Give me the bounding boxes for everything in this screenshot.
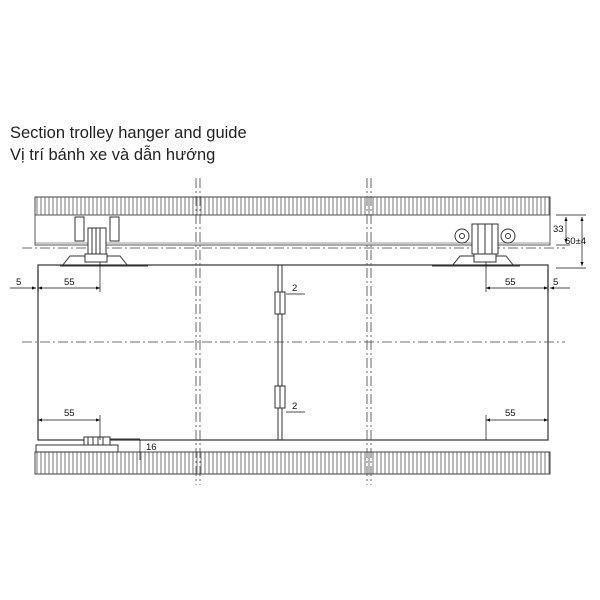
right-trolley-hanger xyxy=(432,223,520,267)
dim-middle-gap-upper: 2 xyxy=(292,283,297,294)
dim-guide-height: 16 xyxy=(146,442,157,453)
dim-top-right-offset: 55 xyxy=(505,277,516,288)
dim-bottom-left-offset: 55 xyxy=(64,408,75,419)
dim-track-height: 33 xyxy=(553,224,564,235)
dim-top-left-offset: 55 xyxy=(64,277,75,288)
diagram-subtitle: Vị trí bánh xe và dẫn hướng xyxy=(10,146,216,164)
dim-left-gap: 5 xyxy=(16,277,21,288)
dim-right-gap: 5 xyxy=(553,277,558,288)
floor-guide xyxy=(35,436,140,453)
dim-middle-gap-lower: 2 xyxy=(292,401,297,412)
bottom-floor xyxy=(34,451,551,475)
diagram-title: Section trolley hanger and guide xyxy=(10,124,247,142)
left-hanger-bracket xyxy=(60,216,148,267)
dimension-lines xyxy=(10,214,586,460)
dim-bottom-right-offset: 55 xyxy=(505,408,516,419)
dim-hanger-height: 60±4 xyxy=(565,236,586,247)
panel-connectors xyxy=(274,291,286,409)
